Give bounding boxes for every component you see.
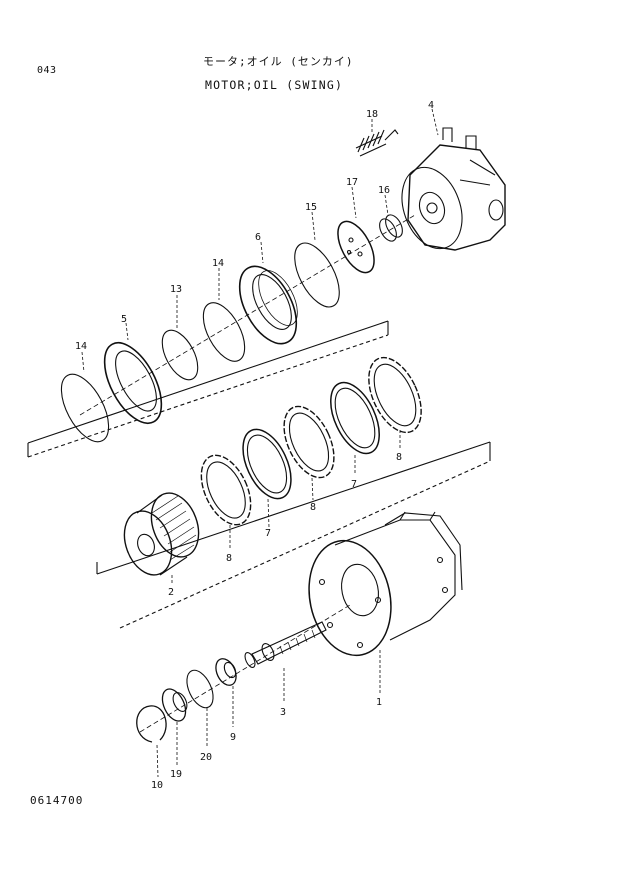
callout-7-left: 7 [265,528,271,539]
callout-16: 16 [378,185,390,196]
callout-8-right: 8 [396,452,402,463]
separator-plate-7-right [330,381,380,455]
o-ring-14-right [202,302,246,362]
callout-2: 2 [168,587,174,598]
o-ring-20 [186,669,214,709]
friction-plate-8-left [200,454,252,526]
title-english: MOTOR;OIL (SWING) [205,78,344,92]
callout-10: 10 [151,780,163,791]
bearing-9 [215,658,237,686]
bearing-16 [379,214,403,242]
callout-3: 3 [280,707,286,718]
callout-18: 18 [366,109,378,120]
callout-14-left: 14 [75,341,87,352]
leader-lines [81,108,439,778]
callout-13: 13 [170,284,182,295]
valve-plate-17 [337,220,375,274]
callout-7-right: 7 [351,479,357,490]
friction-plate-8-right [368,356,422,434]
callout-5: 5 [121,314,127,325]
cylinder-block-2 [123,492,200,576]
callout-6: 6 [255,232,261,243]
callout-4: 4 [428,100,434,111]
piston-6 [238,265,298,345]
callout-14-right: 14 [212,258,224,269]
spring-18 [355,129,399,157]
callout-9: 9 [230,732,236,743]
callout-20: 20 [200,752,212,763]
callout-1: 1 [376,697,382,708]
o-ring-15 [294,242,340,308]
callout-17: 17 [346,177,358,188]
callout-8-left: 8 [226,553,232,564]
snap-ring-10 [136,705,167,743]
motor-housing-4 [401,127,506,251]
ring-plate-5 [103,342,163,424]
separator-plate-7-left [242,428,292,500]
shaft-3 [244,621,327,668]
title-japanese: モータ;オイル (センカイ) [203,55,354,68]
lower-frame [96,441,491,629]
housing-1 [308,511,463,657]
bearing-19 [161,688,188,722]
center-axis-lower [139,604,351,733]
upper-frame [27,320,389,458]
callout-8-middle: 8 [310,502,316,513]
o-ring-13 [161,329,199,381]
o-ring-14-left [60,373,110,443]
drawing-number: 0614700 [30,794,84,807]
page-number: 043 [37,65,57,76]
callout-15: 15 [305,202,317,213]
callout-19: 19 [170,769,182,780]
friction-plate-8-middle [283,405,335,479]
